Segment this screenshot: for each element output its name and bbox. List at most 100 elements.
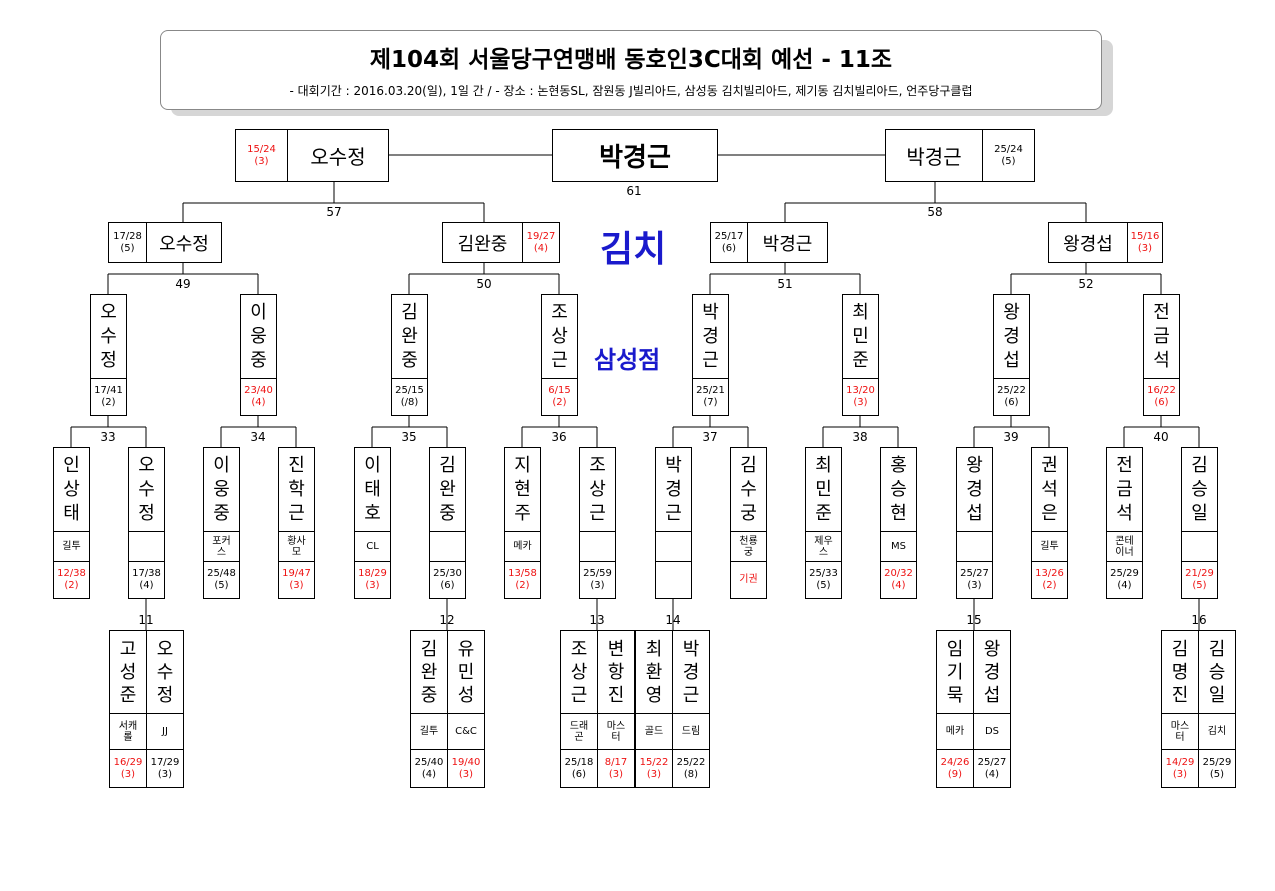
quarter-player-box: 17/28 (5) 오수정 bbox=[108, 222, 222, 263]
round32-club: CL bbox=[355, 531, 390, 561]
final-match-number: 61 bbox=[626, 184, 642, 198]
quarter-player-name: 오수정 bbox=[159, 233, 209, 255]
round16-score: 16/22 (6) bbox=[1144, 378, 1179, 415]
prelim-player-name: 고 성 준 bbox=[119, 638, 137, 706]
round32-player-box: 최 민 준 제우 스 25/33 (5) bbox=[805, 447, 842, 599]
prelim-player-name: 김 완 중 bbox=[420, 638, 438, 706]
quarter-match-number: 51 bbox=[777, 277, 793, 291]
round16-player-name: 최 민 준 bbox=[852, 301, 869, 371]
prelim-match-number: 15 bbox=[966, 613, 982, 627]
prelim-player-box: 유 민 성 C&C 19/40 (3) bbox=[447, 630, 485, 788]
prelim-player-name: 왕 경 섭 bbox=[983, 638, 1001, 706]
venue-label-kimchi: 김치 bbox=[600, 229, 667, 270]
round16-player-box: 이 웅 중 23/40 (4) bbox=[240, 294, 277, 416]
round16-player-box: 전 금 석 16/22 (6) bbox=[1143, 294, 1180, 416]
round32-club: 황사 모 bbox=[279, 531, 314, 561]
prelim-club: JJ bbox=[147, 713, 183, 749]
prelim-player-box: 김 완 중 길투 25/40 (4) bbox=[410, 630, 448, 788]
round32-club: 콘테 이너 bbox=[1107, 531, 1142, 561]
round16-score: 25/22 (6) bbox=[994, 378, 1029, 415]
prelim-player-box: 왕 경 섭 DS 25/27 (4) bbox=[973, 630, 1011, 788]
round16-player-name: 오 수 정 bbox=[100, 301, 117, 371]
prelim-match-number: 12 bbox=[439, 613, 455, 627]
round32-player-name: 김 승 일 bbox=[1191, 454, 1208, 524]
prelim-score: 15/22 (3) bbox=[636, 749, 672, 787]
round32-player-name: 조 상 근 bbox=[589, 454, 606, 524]
prelim-player-box: 김 승 일 김치 25/29 (5) bbox=[1198, 630, 1236, 788]
semi-player-name: 박경근 bbox=[906, 145, 962, 169]
round32-score: 20/32 (4) bbox=[881, 561, 916, 598]
round32-club bbox=[957, 531, 992, 561]
prelim-score: 16/29 (3) bbox=[110, 749, 146, 787]
semi-score: 15/24 (3) bbox=[236, 130, 288, 181]
round32-player-name: 지 현 주 bbox=[514, 454, 531, 524]
round32-player-box: 지 현 주 메카 13/58 (2) bbox=[504, 447, 541, 599]
prelim-club: 메카 bbox=[937, 713, 973, 749]
prelim-player-box: 최 환 영 골드 15/22 (3) bbox=[635, 630, 673, 788]
semi-player-box: 15/24 (3) 오수정 bbox=[235, 129, 389, 182]
prelim-match-number: 14 bbox=[665, 613, 681, 627]
round32-club: 길투 bbox=[54, 531, 89, 561]
quarter-player-box: 김완중 19/27 (4) bbox=[442, 222, 560, 263]
round32-score: 21/29 (5) bbox=[1182, 561, 1217, 598]
prelim-score: 24/26 (9) bbox=[937, 749, 973, 787]
semi-player-name: 오수정 bbox=[310, 145, 366, 169]
prelim-player-box: 임 기 묵 메카 24/26 (9) bbox=[936, 630, 974, 788]
round16-match-number: 35 bbox=[401, 430, 417, 444]
prelim-score: 25/27 (4) bbox=[974, 749, 1010, 787]
prelim-score: 25/29 (5) bbox=[1199, 749, 1235, 787]
prelim-player-name: 오 수 정 bbox=[156, 638, 174, 706]
round32-score: 19/47 (3) bbox=[279, 561, 314, 598]
quarter-score: 17/28 (5) bbox=[109, 223, 147, 262]
round32-club bbox=[656, 531, 691, 561]
round16-match-number: 34 bbox=[250, 430, 266, 444]
round32-player-box: 전 금 석 콘테 이너 25/29 (4) bbox=[1106, 447, 1143, 599]
prelim-match-number: 11 bbox=[138, 613, 154, 627]
prelim-player-name: 유 민 성 bbox=[457, 638, 475, 706]
round16-match-number: 36 bbox=[551, 430, 567, 444]
prelim-player-box: 조 상 근 드래 곤 25/18 (6) bbox=[560, 630, 598, 788]
prelim-score: 25/22 (8) bbox=[673, 749, 709, 787]
prelim-club: 마스 터 bbox=[1162, 713, 1198, 749]
prelim-club: 골드 bbox=[636, 713, 672, 749]
prelim-club: 마스 터 bbox=[598, 713, 634, 749]
round32-player-box: 박 경 근 bbox=[655, 447, 692, 599]
prelim-player-name: 김 명 진 bbox=[1171, 638, 1189, 706]
round32-player-name: 이 웅 중 bbox=[213, 454, 230, 524]
prelim-match-number: 13 bbox=[589, 613, 605, 627]
round16-player-box: 최 민 준 13/20 (3) bbox=[842, 294, 879, 416]
round16-score: 25/15 (/8) bbox=[392, 378, 427, 415]
round32-club bbox=[1182, 531, 1217, 561]
round16-player-name: 조 상 근 bbox=[551, 301, 568, 371]
round32-score: 17/38 (4) bbox=[129, 561, 164, 598]
round32-player-name: 최 민 준 bbox=[815, 454, 832, 524]
round32-club: 메카 bbox=[505, 531, 540, 561]
round32-player-box: 권 석 은 길투 13/26 (2) bbox=[1031, 447, 1068, 599]
round32-player-name: 박 경 근 bbox=[665, 454, 682, 524]
quarter-player-name: 김완중 bbox=[457, 233, 508, 255]
round32-player-name: 왕 경 섭 bbox=[966, 454, 983, 524]
round32-player-name: 이 태 호 bbox=[364, 454, 381, 524]
prelim-match-number: 16 bbox=[1191, 613, 1207, 627]
header-panel: 제104회 서울당구연맹배 동호인3C대회 예선 - 11조 - 대회기간 : … bbox=[160, 30, 1102, 110]
round16-match-number: 38 bbox=[852, 430, 868, 444]
round32-score: 25/59 (3) bbox=[580, 561, 615, 598]
round32-score: 25/33 (5) bbox=[806, 561, 841, 598]
prelim-player-name: 변 항 진 bbox=[607, 638, 625, 706]
round16-player-name: 전 금 석 bbox=[1153, 301, 1170, 371]
quarter-player-name: 왕경섭 bbox=[1063, 233, 1113, 255]
quarter-player-name: 박경근 bbox=[762, 233, 813, 255]
semi-score: 25/24 (5) bbox=[982, 130, 1034, 181]
round16-score: 13/20 (3) bbox=[843, 378, 878, 415]
round32-player-box: 이 웅 중 포커 스 25/48 (5) bbox=[203, 447, 240, 599]
round16-match-number: 33 bbox=[100, 430, 116, 444]
round32-club bbox=[430, 531, 465, 561]
quarter-match-number: 49 bbox=[175, 277, 191, 291]
prelim-score: 25/18 (6) bbox=[561, 749, 597, 787]
prelim-player-name: 최 환 영 bbox=[645, 638, 663, 706]
round32-player-box: 진 학 근 황사 모 19/47 (3) bbox=[278, 447, 315, 599]
final-winner-box: 박경근 bbox=[552, 129, 718, 182]
round32-score bbox=[656, 561, 691, 598]
round32-club: MS bbox=[881, 531, 916, 561]
